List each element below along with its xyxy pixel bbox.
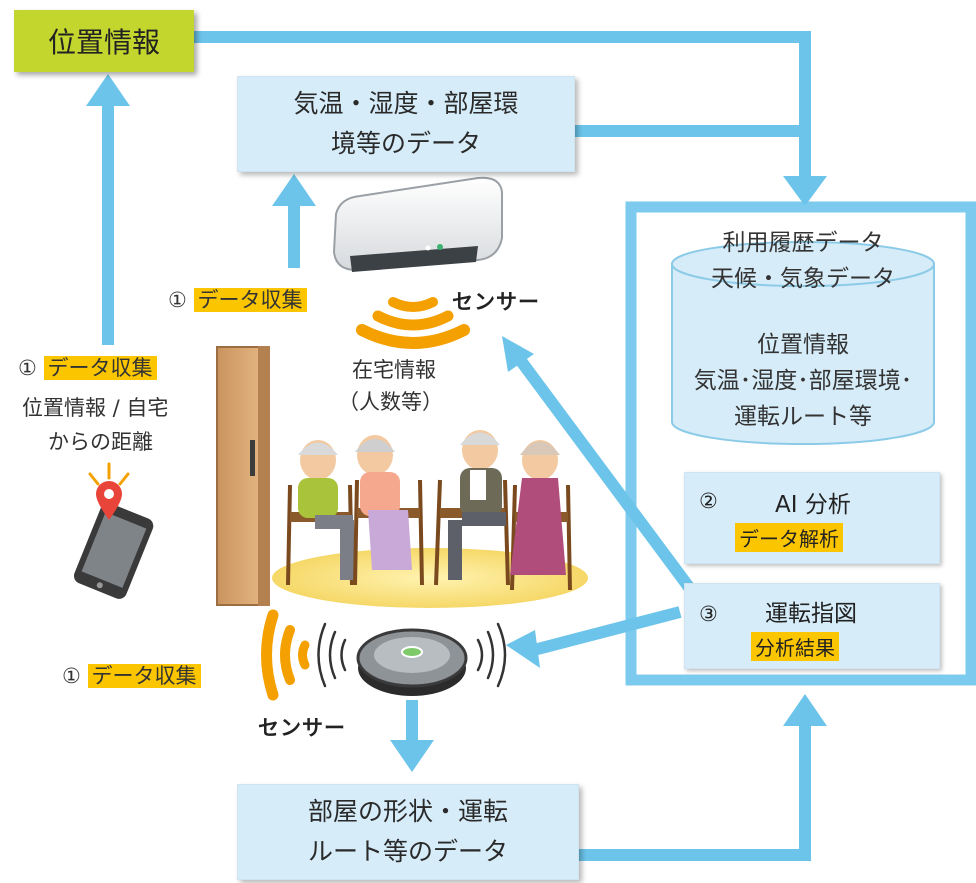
ai-analysis-tag: データ解析 <box>735 523 843 552</box>
robot-collection-tag: データ収集 <box>87 664 201 688</box>
database-cylinder <box>671 241 935 445</box>
db-usage-history: 利用履歴データ <box>722 230 884 256</box>
location-info-box: 位置情報 <box>14 10 194 72</box>
db-environment: 気温･湿度･部屋環境･ <box>693 368 913 394</box>
phone-location-line1: 位置情報 / 自宅 <box>22 396 169 420</box>
robot-data-collection-label: ① データ収集 <box>62 660 201 690</box>
presence-line2: （人数等） <box>338 390 443 414</box>
smartphone-icon <box>73 462 154 599</box>
phone-data-collection-label: ① データ収集 <box>18 352 157 382</box>
phone-collection-number: ① <box>18 356 37 380</box>
phone-location-line2: からの距離 <box>48 430 153 454</box>
room-data-box: 部屋の形状・運転 ルート等のデータ <box>237 784 579 880</box>
robot-sensor-label: センサー <box>258 716 346 740</box>
environment-data-box: 気温・湿度・部屋環 境等のデータ <box>237 76 575 172</box>
db-weather: 天候・気象データ <box>711 266 895 292</box>
door-icon <box>216 346 270 606</box>
ac-collection-tag: データ収集 <box>193 288 307 312</box>
drive-instruction-title: 運転指図 <box>765 601 857 627</box>
environment-data-line1: 気温・湿度・部屋環 <box>293 89 519 118</box>
robot-collection-number: ① <box>62 664 81 688</box>
ai-analysis-number: ② <box>699 489 718 513</box>
room-data-line1: 部屋の形状・運転 <box>307 797 508 826</box>
arrow-heads <box>86 74 827 772</box>
connector-arrows <box>102 31 811 861</box>
db-location: 位置情報 <box>757 332 849 358</box>
ac-sensor-waves <box>356 297 470 349</box>
ai-analysis-box: ② AI 分析 データ解析 <box>684 472 940 564</box>
database-text: 利用履歴データ 天候・気象データ 位置情報 気温･湿度･部屋環境･ 運転ルート等 <box>672 226 934 446</box>
ac-sensor-label: センサー <box>452 290 540 314</box>
ac-collection-number: ① <box>168 288 187 312</box>
room-data-line2: ルート等のデータ <box>307 837 508 866</box>
robot-signal-waves <box>317 622 507 688</box>
environment-data-line2: 境等のデータ <box>330 129 481 158</box>
drive-instruction-number: ③ <box>699 602 718 626</box>
presence-line1: 在宅情報 <box>352 358 436 382</box>
robot-vacuum-icon <box>356 628 468 696</box>
robot-sensor-waves <box>261 609 310 701</box>
phone-collection-tag: データ収集 <box>43 356 157 380</box>
drive-instruction-tag: 分析結果 <box>751 632 839 661</box>
drive-instruction-box: ③ 運転指図 分析結果 <box>684 583 940 669</box>
ai-analysis-title: AI 分析 <box>775 492 851 518</box>
air-conditioner-icon <box>332 176 503 272</box>
residents-illustration <box>286 430 572 591</box>
location-info-label: 位置情報 <box>47 26 160 59</box>
ac-data-collection-label: ① データ収集 <box>168 284 307 314</box>
db-route: 運転ルート等 <box>734 404 872 430</box>
